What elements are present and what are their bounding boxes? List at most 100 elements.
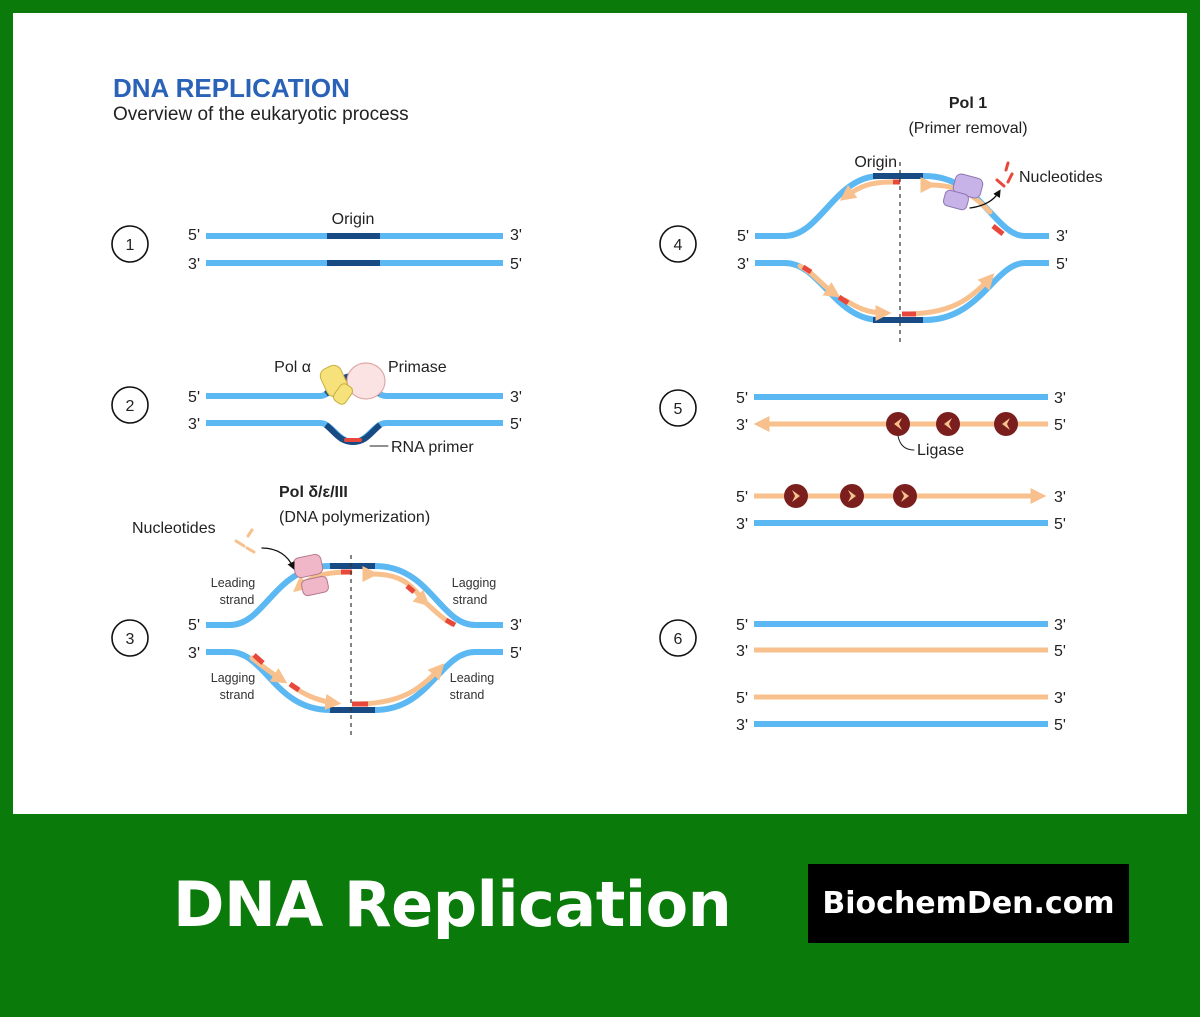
step-3-lagging-top-label-2: strand xyxy=(453,593,488,607)
pol-alpha-subunit-icon xyxy=(332,383,354,405)
step-3-lagging-bottom-label-2: strand xyxy=(220,688,255,702)
step-5-b-bottom-3prime: 3' xyxy=(736,516,748,533)
step-4-primer-top-2 xyxy=(991,224,1005,236)
step-3-leading-top-label-1: Leading xyxy=(211,576,256,590)
step-4-top-3prime: 3' xyxy=(1056,228,1068,245)
step-6-strand-4-left-end: 3' xyxy=(736,717,748,734)
step-1-top-3prime: 3' xyxy=(510,227,522,244)
step-2-top-5prime: 5' xyxy=(188,389,200,406)
step-3-nucleotides-label: Nucleotides xyxy=(132,520,216,537)
step-3-bottom-3prime: 3' xyxy=(188,645,200,662)
step-6-strand-3-left-end: 5' xyxy=(736,690,748,707)
step-3-primer-bottom-1 xyxy=(252,653,265,665)
step-4-primer-bottom-1 xyxy=(801,264,813,275)
step-4-top-parent xyxy=(755,173,1049,239)
pol-1-subunit-icon xyxy=(942,189,970,211)
step-5-a-top-3prime: 3' xyxy=(1054,390,1066,407)
step-2-number: 2 xyxy=(126,398,135,415)
step-1-number: 1 xyxy=(126,237,135,254)
step-4-nucleotides-label: Nucleotides xyxy=(1019,169,1103,186)
step-3-lagging-bottom-label-1: Lagging xyxy=(211,671,256,685)
step-3-bottom-5prime: 5' xyxy=(510,645,522,662)
pol-alpha-label: Pol α xyxy=(274,359,311,376)
step-6-strand-4-right-end: 5' xyxy=(1054,717,1066,734)
step-6-number: 6 xyxy=(674,631,683,648)
step-4-number: 4 xyxy=(674,237,683,254)
brand-label: BiochemDen.com xyxy=(822,886,1115,921)
step-3-primer-bottom-2 xyxy=(288,681,301,693)
step-3-enzyme-label: Pol δ/ε/III xyxy=(279,484,348,501)
step-4-enzyme-role: (Primer removal) xyxy=(908,120,1027,137)
ligase-icon-2 xyxy=(936,412,960,436)
step-2-bottom-5prime: 5' xyxy=(510,416,522,433)
step-1-bottom-5prime: 5' xyxy=(510,256,522,273)
ligase-icon-3 xyxy=(994,412,1018,436)
step-4-enzyme-label: Pol 1 xyxy=(949,95,987,112)
pol-delta-subunit-icon xyxy=(301,575,329,597)
step-5-a-bottom-5prime: 5' xyxy=(1054,417,1066,434)
step-2-top-3prime: 3' xyxy=(510,389,522,406)
step-4-bottom-5prime: 5' xyxy=(1056,256,1068,273)
footer-title: DNA Replication xyxy=(173,868,732,941)
step-6-strand-1-right-end: 3' xyxy=(1054,617,1066,634)
page-title: DNA REPLICATION xyxy=(113,73,350,103)
step-4-circle xyxy=(659,225,697,263)
step-3-lagging-top-label-1: Lagging xyxy=(452,576,497,590)
ligase-label: Ligase xyxy=(917,442,964,459)
step-1-top-5prime: 5' xyxy=(188,227,200,244)
removed-nucleotide-2 xyxy=(1006,172,1014,184)
step-3-lagging-bottom-1 xyxy=(249,655,288,684)
step-1-origin-label: Origin xyxy=(332,211,375,228)
step-3-top-5prime: 5' xyxy=(188,617,200,634)
removed-nucleotide-1 xyxy=(995,178,1006,188)
primase-icon xyxy=(346,362,386,400)
rna-primer-label: RNA primer xyxy=(391,439,474,456)
step-5-b-top-5prime: 5' xyxy=(736,489,748,506)
step-3-leading-top-label-2: strand xyxy=(220,593,255,607)
step-5-number: 5 xyxy=(674,401,683,418)
step-3-leading-bottom-label-2: strand xyxy=(450,688,485,702)
page-subtitle: Overview of the eukaryotic process xyxy=(113,104,409,125)
step-4-leading-top xyxy=(839,179,896,201)
brand-badge[interactable]: BiochemDen.com xyxy=(808,864,1129,943)
step-3-enzyme-role: (DNA polymerization) xyxy=(279,509,430,526)
nucleotide-dash-1 xyxy=(234,539,246,548)
step-3-top-3prime: 3' xyxy=(510,617,522,634)
step-5-a-top-5prime: 5' xyxy=(736,390,748,407)
step-4-nucleotide-arrow xyxy=(969,189,1001,209)
ligase-leader xyxy=(897,435,915,451)
nucleotide-dash-2 xyxy=(245,546,256,554)
step-2-bottom-3prime: 3' xyxy=(188,416,200,433)
step-4-top-5prime: 5' xyxy=(737,228,749,245)
step-6-strand-3-right-end: 3' xyxy=(1054,690,1066,707)
step-4-primer-bottom-2 xyxy=(837,294,850,306)
step-6-circle xyxy=(659,619,697,657)
step-6-strand-1-left-end: 5' xyxy=(736,617,748,634)
step-6-strand-2-right-end: 5' xyxy=(1054,643,1066,660)
ligase-icon-1 xyxy=(886,412,910,436)
step-3-primer-top-3 xyxy=(444,617,457,628)
step-3-leading-bottom-label-1: Leading xyxy=(450,671,495,685)
step-4-bottom-3prime: 3' xyxy=(737,256,749,273)
ligase-icon-4 xyxy=(784,484,808,508)
step-3-circle xyxy=(111,619,149,657)
step-5-a-bottom-3prime: 3' xyxy=(736,417,748,434)
step-4-origin-label: Origin xyxy=(854,154,897,171)
step-3-number: 3 xyxy=(126,631,135,648)
step-4-bottom-parent xyxy=(755,260,1049,323)
step-5-b-bottom-5prime: 5' xyxy=(1054,516,1066,533)
step-5-b-top-3prime: 3' xyxy=(1054,489,1066,506)
step-1-bottom-3prime: 3' xyxy=(188,256,200,273)
step-6-strand-2-left-end: 3' xyxy=(736,643,748,660)
step-3-nucleotide-arrow xyxy=(261,547,295,570)
step-4-leading-bottom xyxy=(902,273,995,317)
nucleotide-dash-3 xyxy=(246,528,254,538)
step-2-circle xyxy=(111,386,149,424)
removed-nucleotide-3 xyxy=(1004,161,1010,172)
step-3-primer-top-2 xyxy=(405,584,416,594)
ligase-icon-6 xyxy=(893,484,917,508)
step-1-circle xyxy=(111,225,149,263)
